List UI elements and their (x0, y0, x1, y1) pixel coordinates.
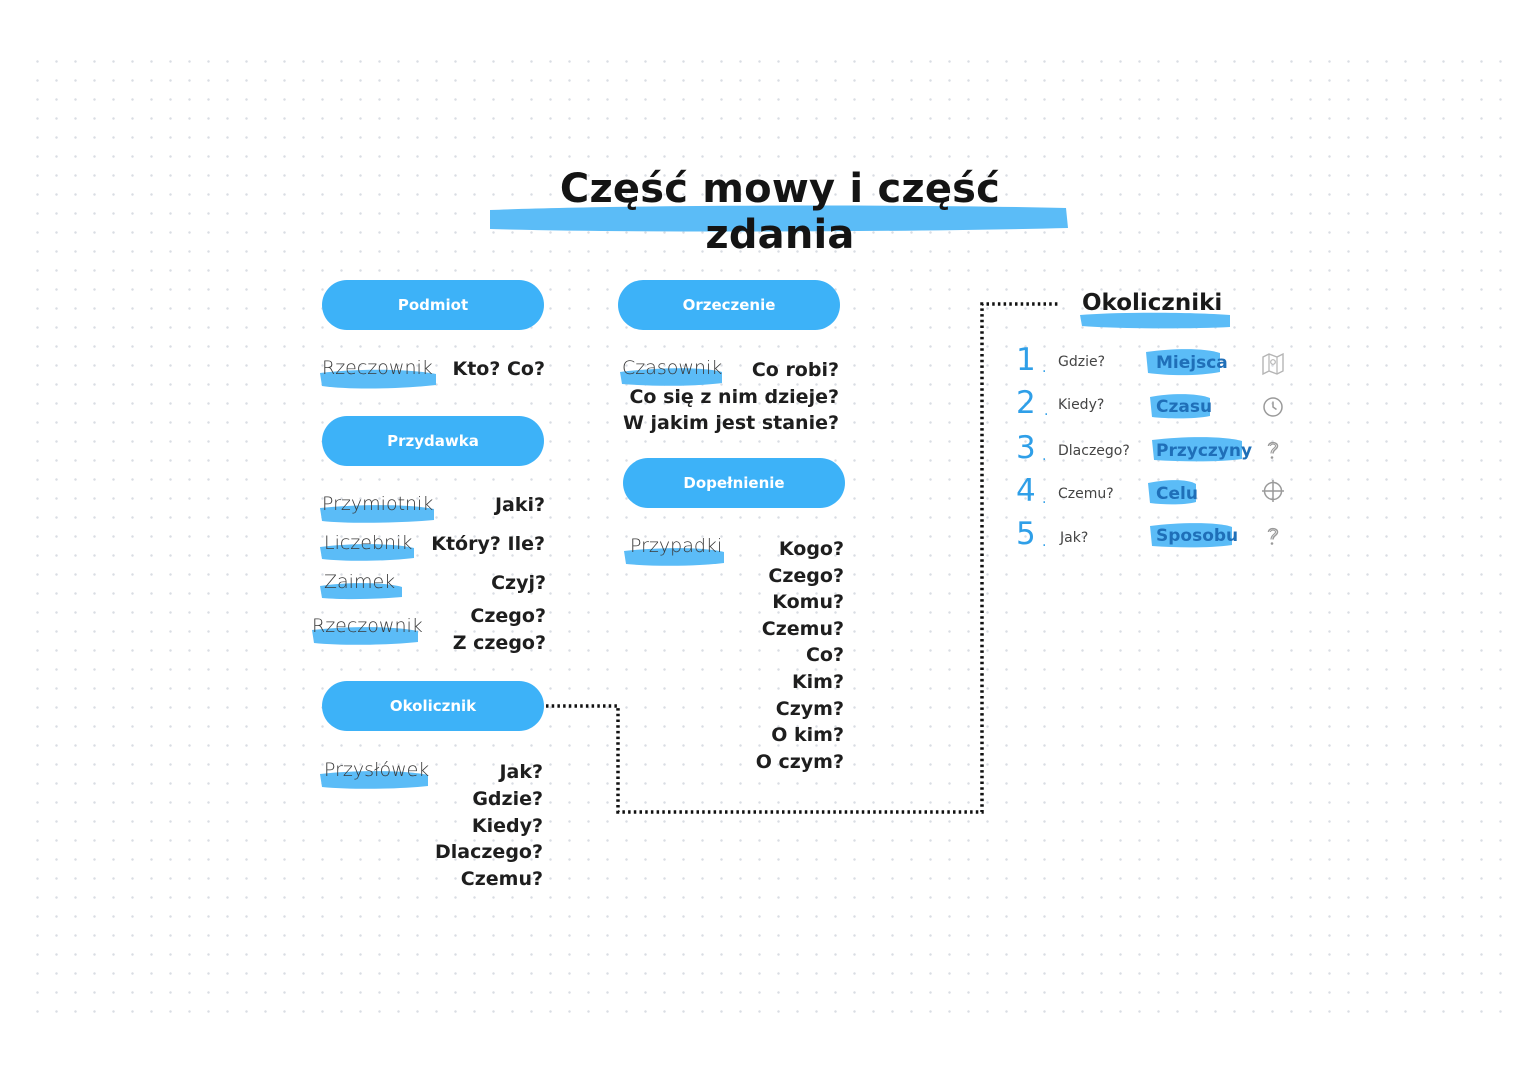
list-number: 3 (1016, 430, 1036, 466)
word-przyslowek: Przysłówek (324, 759, 430, 781)
okolicznik-answer: Miejsca (1156, 353, 1228, 373)
list-number: 4 (1016, 473, 1036, 509)
word-highlight-stroke (320, 369, 436, 389)
podmiot-pill: Podmiot (322, 280, 544, 330)
answer-highlight-stroke (1148, 480, 1196, 505)
question-icon (1267, 527, 1279, 545)
word-przypadki: Przypadki (630, 535, 723, 557)
word-czasownik: Czasownik (622, 357, 723, 379)
okolicznik-answer: Sposobu (1156, 526, 1239, 546)
question-text: Kto? Co? (452, 358, 545, 380)
question-text: Kogo? (778, 538, 844, 560)
przydawka-pill: Przydawka (322, 416, 544, 466)
orzeczenie-pill: Orzeczenie (618, 280, 840, 330)
okoliczniki-title: Okoliczniki (1082, 290, 1223, 316)
okolicznik-question: Czemu? (1058, 486, 1114, 502)
question-text: Komu? (772, 591, 844, 614)
okolicznik-answer: Celu (1156, 484, 1198, 504)
okolicznik-question: Dlaczego? (1058, 443, 1130, 459)
question-text: Dlaczego? (435, 841, 543, 864)
list-number: 1 (1016, 342, 1036, 378)
word-highlight-stroke (320, 505, 434, 523)
question-icon (1267, 441, 1279, 459)
okolicznik-question: Kiedy? (1058, 397, 1105, 413)
dotted-connector (546, 302, 1058, 814)
word-rzeczownik: Rzeczownik (322, 357, 433, 379)
page-title: Część mowy i część zdania (559, 166, 1001, 258)
question-text: Czyj? (491, 572, 546, 594)
clock-icon (1263, 397, 1283, 417)
question-text: Czemu? (460, 868, 543, 891)
okolicznik-answer: Czasu (1156, 397, 1213, 417)
question-list: Kogo? Czego? Komu? Czemu? Co? Kim? Czym?… (756, 536, 844, 775)
word-highlight-stroke (320, 544, 414, 561)
question-text: Kim? (791, 670, 844, 693)
question-text: Jaki? (494, 494, 545, 516)
answer-highlight-stroke (1152, 437, 1242, 462)
answer-highlight-stroke (1146, 349, 1220, 376)
question-text: Czego? (768, 564, 844, 587)
list-dot: . (1042, 448, 1047, 464)
question-text: Gdzie? (472, 787, 543, 810)
question-text: O kim? (771, 724, 844, 747)
list-number: 2 (1016, 385, 1036, 421)
list-dot: . (1044, 403, 1049, 419)
word-highlight-stroke (312, 627, 418, 645)
question-text: Z czego? (452, 632, 546, 654)
question-list: Co robi? Co się z nim dzieje? W jakim je… (623, 357, 839, 437)
question-list: Czego? Z czego? (453, 603, 546, 657)
crosshair-icon (1262, 480, 1284, 502)
map-icon (1262, 352, 1284, 376)
okolicznik-pill: Okolicznik (322, 681, 544, 731)
question-text: Kiedy? (471, 814, 543, 837)
question-text: Co się z nim dzieje? (629, 385, 839, 408)
word-highlight-stroke (320, 771, 428, 789)
okolicznik-question: Jak? (1060, 530, 1089, 546)
word-przymiotnik: Przymiotnik (322, 493, 434, 515)
question-text: Jak? (499, 761, 543, 783)
question-text: Co robi? (751, 359, 839, 381)
question-text: W jakim jest stanie? (622, 412, 839, 434)
question-text: Czego? (470, 605, 546, 627)
word-liczebnik: Liczebnik (324, 532, 413, 554)
list-dot: . (1042, 491, 1047, 507)
okolicznik-answer: Przyczyny (1156, 441, 1253, 461)
word-zaimek: Zaimek (324, 571, 396, 593)
answer-highlight-stroke (1150, 523, 1232, 548)
question-text: Co? (805, 644, 844, 667)
list-dot: . (1042, 360, 1047, 376)
question-text: Czemu? (761, 617, 844, 640)
dopelnienie-pill: Dopełnienie (623, 458, 845, 508)
word-highlight-stroke (620, 368, 722, 386)
word-highlight-stroke (320, 583, 402, 600)
word-rzeczownik: Rzeczownik (312, 615, 423, 637)
question-text: O czym? (755, 750, 844, 773)
okoliczniki-title-underline (1080, 312, 1230, 329)
question-text: Który? Ile? (431, 533, 545, 555)
list-number: 5 (1016, 516, 1036, 552)
list-dot: . (1042, 534, 1047, 550)
okolicznik-question: Gdzie? (1058, 354, 1106, 370)
question-text: Czym? (775, 697, 844, 720)
title-highlight-stroke (490, 205, 1068, 232)
question-list: Jak? Gdzie? Kiedy? Dlaczego? Czemu? (435, 759, 543, 893)
word-highlight-stroke (624, 548, 724, 566)
answer-highlight-stroke (1150, 394, 1210, 419)
